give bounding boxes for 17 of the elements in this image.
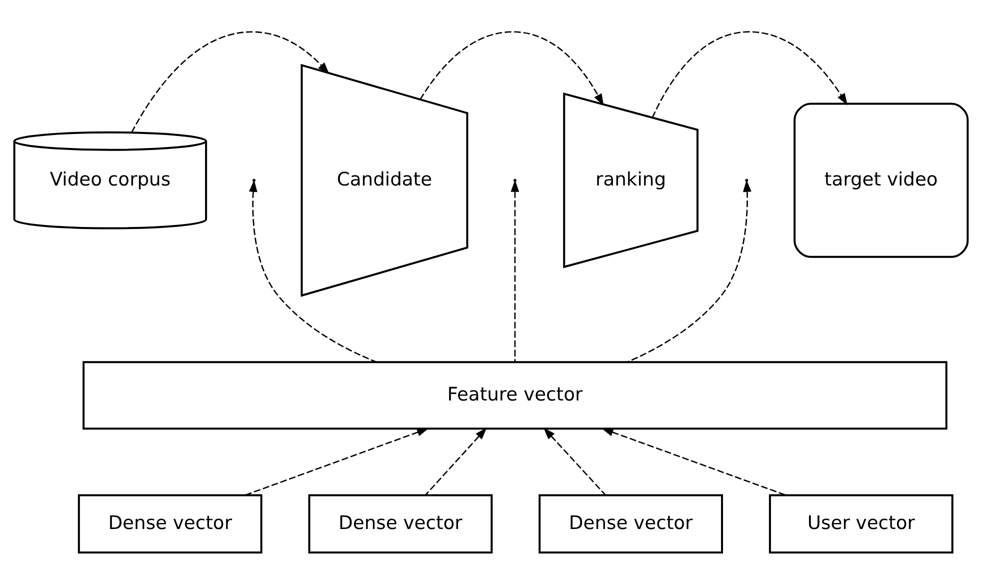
arrow xyxy=(600,428,786,496)
arrow xyxy=(130,30,329,132)
arrow xyxy=(542,427,606,495)
arrow xyxy=(419,30,604,106)
arrow xyxy=(510,179,519,362)
arrow xyxy=(651,30,848,118)
arrow xyxy=(248,179,376,362)
node-box: Dense vector xyxy=(538,494,723,553)
node-box: Dense vector xyxy=(308,494,492,553)
arrow xyxy=(244,428,428,496)
node-box: Candidate xyxy=(300,63,468,296)
node-box: User vector xyxy=(768,494,953,553)
node-box: target video xyxy=(793,102,968,258)
node-box: Feature vector xyxy=(82,360,947,430)
node-box: Dense vector xyxy=(77,494,262,553)
arrow xyxy=(424,427,486,495)
arrow xyxy=(626,179,751,362)
